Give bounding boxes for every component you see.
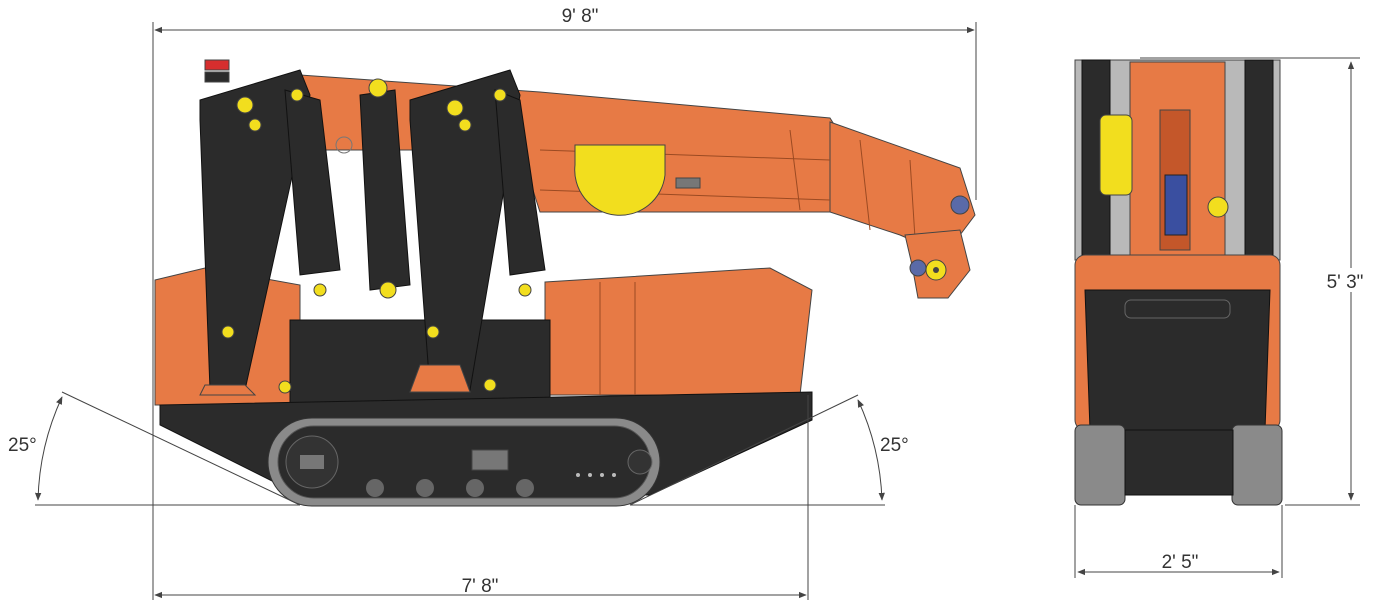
left-angle-label: 25° (8, 435, 37, 456)
crane-side-view (154, 59, 976, 507)
crane-front-view (1074, 59, 1283, 506)
dimension-lines (34, 22, 1360, 600)
label-bg (548, 4, 612, 28)
label-bg (448, 570, 512, 594)
width-label: 2' 5" (1162, 552, 1199, 573)
label-bg (1317, 268, 1373, 292)
height-label: 5' 3" (1327, 272, 1364, 293)
outrigger-legs (199, 69, 546, 396)
crawler-track (267, 417, 661, 507)
overall-length-label: 9' 8" (562, 6, 599, 27)
track-length-label: 7' 8" (462, 576, 499, 597)
right-angle-label: 25° (880, 435, 909, 456)
